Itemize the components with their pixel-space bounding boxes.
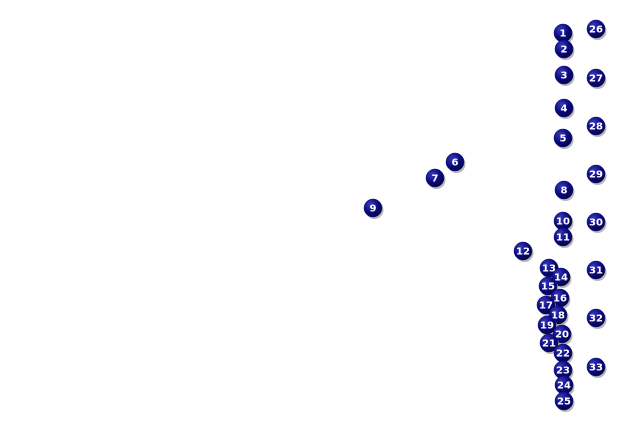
marker-circle bbox=[586, 19, 606, 39]
marker-circle bbox=[425, 168, 445, 188]
marker-label: 12 bbox=[516, 247, 530, 258]
marker-28: 28 bbox=[586, 116, 607, 137]
marker-32: 32 bbox=[586, 308, 607, 329]
marker-1: 1 bbox=[553, 23, 574, 44]
marker-label: 21 bbox=[542, 339, 556, 350]
marker-label: 15 bbox=[541, 282, 555, 293]
marker-circle bbox=[554, 98, 574, 118]
marker-20: 20 bbox=[552, 324, 573, 345]
marker-label: 16 bbox=[553, 294, 567, 305]
marker-label: 33 bbox=[589, 363, 603, 374]
marker-8: 8 bbox=[554, 180, 575, 201]
marker-label: 7 bbox=[432, 174, 439, 185]
marker-30: 30 bbox=[586, 212, 607, 233]
marker-label: 29 bbox=[589, 170, 603, 181]
marker-circle bbox=[445, 152, 465, 172]
marker-label: 27 bbox=[589, 74, 603, 85]
marker-circle bbox=[554, 65, 574, 85]
marker-label: 8 bbox=[561, 186, 568, 197]
marker-25: 25 bbox=[554, 391, 575, 412]
marker-9: 9 bbox=[363, 198, 384, 219]
marker-circle bbox=[552, 324, 572, 344]
marker-label: 9 bbox=[370, 204, 377, 215]
marker-circle bbox=[586, 212, 606, 232]
marker-circle bbox=[513, 241, 533, 261]
marker-7: 7 bbox=[425, 168, 446, 189]
marker-6: 6 bbox=[445, 152, 466, 173]
marker-16: 16 bbox=[550, 288, 571, 309]
marker-label: 10 bbox=[556, 217, 570, 228]
marker-29: 29 bbox=[586, 164, 607, 185]
marker-label: 6 bbox=[452, 158, 459, 169]
marker-23: 23 bbox=[553, 360, 574, 381]
marker-label: 13 bbox=[542, 264, 556, 275]
marker-31: 31 bbox=[586, 260, 607, 281]
marker-label: 14 bbox=[554, 273, 568, 284]
marker-label: 30 bbox=[589, 218, 603, 229]
marker-label: 4 bbox=[561, 104, 568, 115]
marker-label: 24 bbox=[557, 381, 571, 392]
marker-circle bbox=[554, 391, 574, 411]
marker-label: 32 bbox=[589, 314, 603, 325]
marker-2: 2 bbox=[554, 39, 575, 60]
marker-circle bbox=[536, 295, 556, 315]
marker-circle bbox=[554, 39, 574, 59]
marker-22: 22 bbox=[553, 343, 574, 364]
marker-circle bbox=[539, 333, 559, 353]
marker-circle bbox=[551, 267, 571, 287]
marker-4: 4 bbox=[554, 98, 575, 119]
marker-14: 14 bbox=[551, 267, 572, 288]
marker-5: 5 bbox=[553, 128, 574, 149]
marker-circle bbox=[538, 276, 558, 296]
marker-label: 11 bbox=[556, 233, 570, 244]
marker-label: 19 bbox=[540, 321, 554, 332]
marker-26: 26 bbox=[586, 19, 607, 40]
marker-24: 24 bbox=[554, 375, 575, 396]
marker-circle bbox=[586, 68, 606, 88]
marker-19: 19 bbox=[537, 315, 558, 336]
marker-33: 33 bbox=[586, 357, 607, 378]
marker-label: 31 bbox=[589, 266, 603, 277]
marker-label: 3 bbox=[561, 71, 568, 82]
marker-label: 22 bbox=[556, 349, 570, 360]
marker-label: 26 bbox=[589, 25, 603, 36]
marker-label: 2 bbox=[561, 45, 568, 56]
marker-label: 28 bbox=[589, 122, 603, 133]
marker-label: 23 bbox=[556, 366, 570, 377]
marker-circle bbox=[554, 180, 574, 200]
marker-3: 3 bbox=[554, 65, 575, 86]
marker-label: 1 bbox=[560, 29, 567, 40]
marker-label: 20 bbox=[555, 330, 569, 341]
marker-circle bbox=[363, 198, 383, 218]
marker-circle bbox=[553, 227, 573, 247]
marker-circle bbox=[586, 116, 606, 136]
marker-label: 17 bbox=[539, 301, 553, 312]
marker-27: 27 bbox=[586, 68, 607, 89]
marker-circle bbox=[586, 260, 606, 280]
marker-circle bbox=[586, 308, 606, 328]
marker-12: 12 bbox=[513, 241, 534, 262]
marker-label: 5 bbox=[560, 134, 567, 145]
marker-circle bbox=[553, 128, 573, 148]
marker-circle bbox=[586, 357, 606, 377]
marker-circle bbox=[586, 164, 606, 184]
marker-label: 25 bbox=[557, 397, 571, 408]
marker-11: 11 bbox=[553, 227, 574, 248]
marker-label: 18 bbox=[551, 311, 565, 322]
